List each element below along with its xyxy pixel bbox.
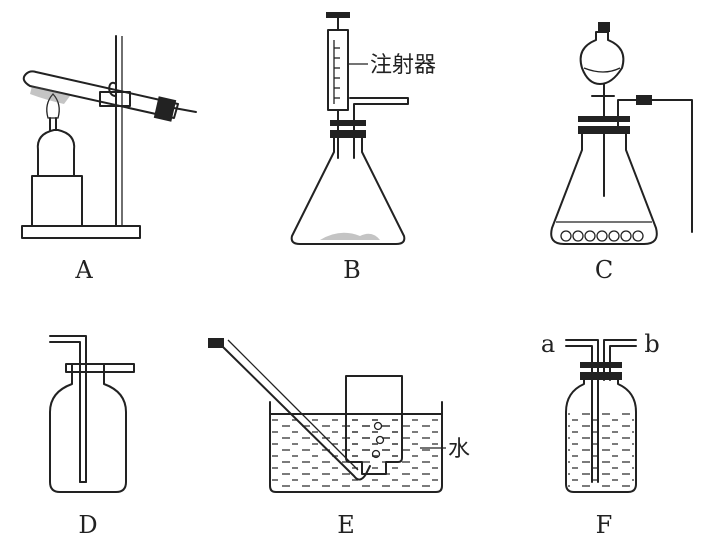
label-e: E [337, 511, 355, 539]
apparatus-a [21, 35, 197, 239]
port-a-label: a [541, 330, 555, 358]
apparatus-e [208, 338, 446, 493]
syringe-label: 注射器 [370, 53, 436, 78]
label-d: D [78, 511, 97, 539]
apparatus-c [550, 22, 693, 245]
label-a: A [74, 256, 93, 284]
beads [560, 230, 644, 242]
apparatus-d [49, 335, 135, 493]
label-c: C [595, 256, 613, 284]
label-b: B [343, 256, 361, 284]
label-f: F [596, 511, 613, 539]
water-label: 水 [448, 437, 470, 462]
apparatus-f [565, 339, 637, 493]
port-b-label: b [644, 330, 659, 358]
apparatus-b [290, 12, 409, 245]
